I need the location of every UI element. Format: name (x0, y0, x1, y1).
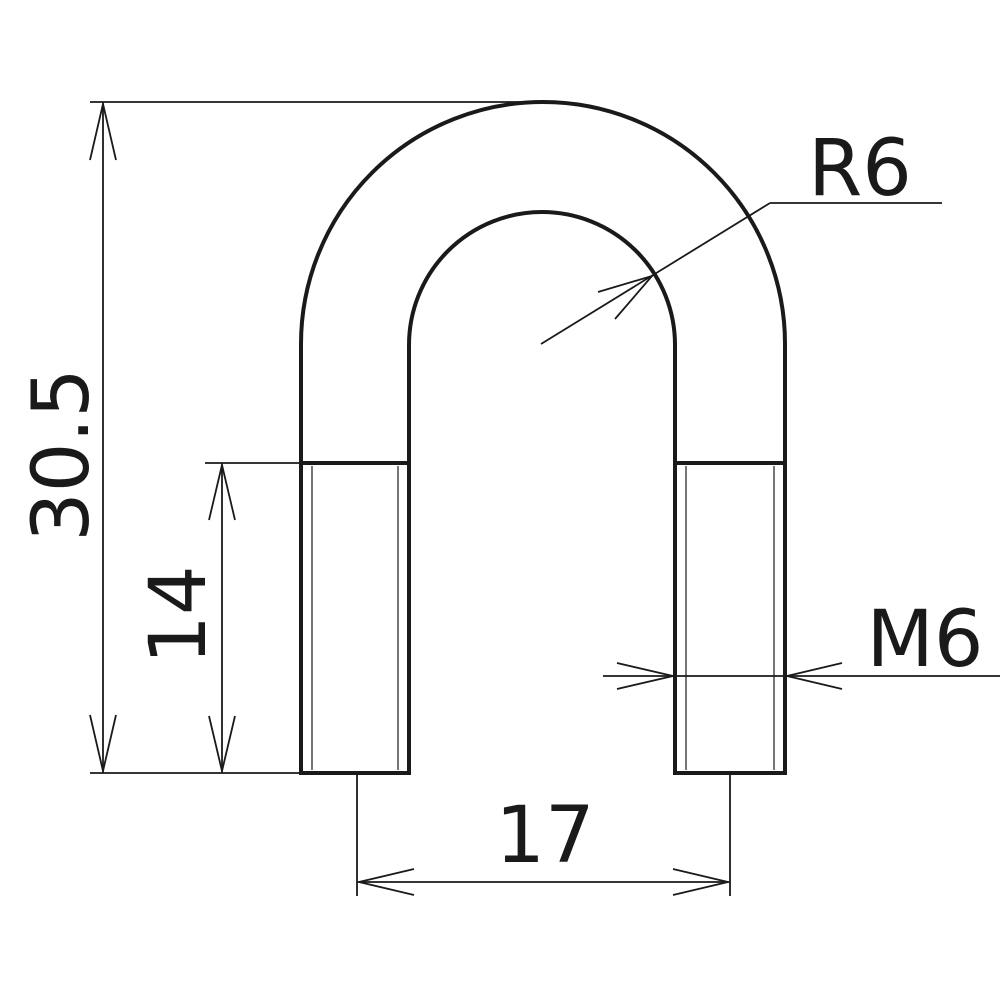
dimension-thread-size: M6 (603, 595, 1000, 690)
dimension-leg-spacing: 17 (356, 775, 731, 896)
dimension-overall-height: 30.5 (17, 101, 543, 774)
u-bolt-outline (299, 100, 787, 775)
dimension-bend-radius: R6 (540, 124, 942, 345)
dimension-thread-length: 14 (134, 462, 300, 773)
bend-radius-label: R6 (808, 124, 912, 214)
thread-lines (311, 466, 775, 770)
overall-height-label: 30.5 (17, 368, 107, 542)
leg-spacing-label: 17 (495, 791, 594, 881)
thread-size-label: M6 (867, 595, 984, 685)
thread-length-label: 14 (134, 565, 224, 664)
